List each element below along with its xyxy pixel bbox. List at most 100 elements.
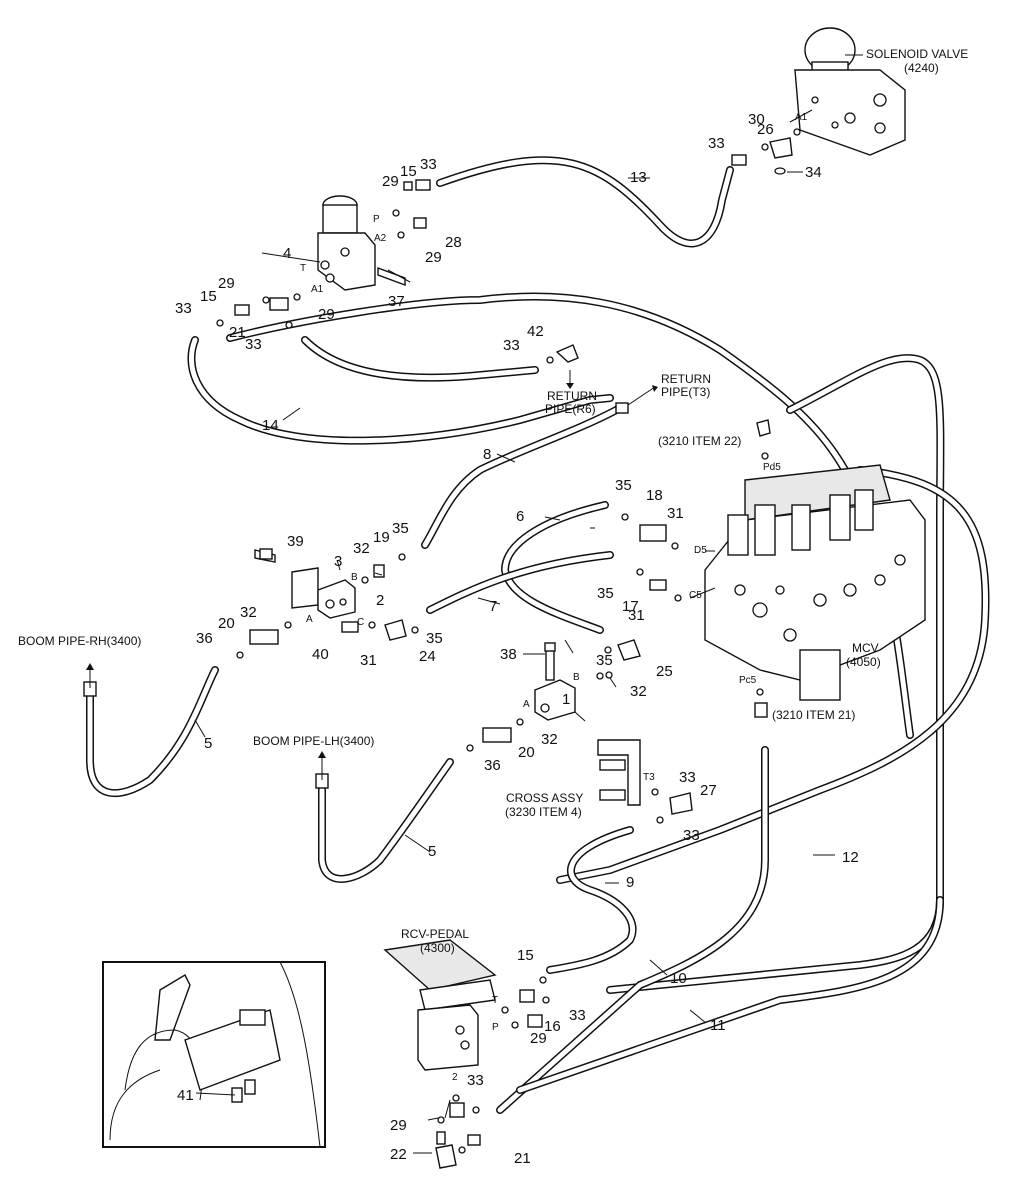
part-number: 37 [388,293,405,310]
block-2 [254,549,356,619]
part-number: 21 [514,1150,531,1167]
boom-pipe-rh-label: BOOM PIPE-RH(3400) [18,634,141,648]
part-number: 10 [670,970,687,987]
port-label: Pd5 [763,462,781,473]
part-number: 39 [287,533,304,550]
part-number: 7 [489,598,497,615]
part-number: 29 [390,1117,407,1134]
part-number: 22 [390,1146,407,1163]
rcv-pedal-4300 [383,939,497,1071]
part-number: 31 [628,607,645,624]
part-number: 18 [646,487,663,504]
part-number: 33 [569,1007,586,1024]
part-number: 3 [334,553,342,570]
part-number: 14 [262,417,279,434]
part-number: 35 [392,520,409,537]
part-number: 38 [500,646,517,663]
cross-assy-code: (3230 ITEM 4) [505,805,582,819]
port-label: A1 [311,284,324,295]
part-numbers: 1 2 3 4 5 5 6 7 8 9 10 11 12 13 14 15 15… [175,111,859,1167]
cross-assy [597,739,641,806]
pilot-valve-4 [317,195,406,291]
part-number: 5 [428,843,436,860]
part-number: 20 [518,744,535,761]
part-number: 30 [748,111,765,128]
part-number: 33 [245,336,262,353]
port-label: P [492,1022,499,1033]
leader-lines [86,54,863,1154]
part-number: 41 [177,1087,194,1104]
item21-label: (3210 ITEM 21) [772,708,855,722]
block-1 [534,649,576,721]
part-number: 40 [312,646,329,663]
cross-assy-label: CROSS ASSY [506,791,583,805]
part-number: 31 [360,652,377,669]
port-label: A [306,614,313,625]
mcv-4050 [704,464,926,701]
part-number: 28 [445,234,462,251]
part-number: 32 [630,683,647,700]
part-number: 33 [175,300,192,317]
return-pipe-r6-label: RETURN [547,389,597,403]
part-number: 31 [667,505,684,522]
part-number: 20 [218,615,235,632]
component-labels: SOLENOID VALVE (4240) RETURN PIPE(R6) RE… [18,47,968,955]
part-number: 34 [805,164,822,181]
return-pipe-t3-label: RETURN [661,372,711,386]
part-number: 12 [842,849,859,866]
part-number: 16 [544,1018,561,1035]
port-label: D5 [694,545,707,556]
part-number: 35 [615,477,632,494]
part-number: 35 [596,652,613,669]
port-label: B [573,672,580,683]
port-label: B [351,572,358,583]
part-number: 15 [400,163,417,180]
port-label: T3 [643,772,655,783]
rcv-pedal-label: RCV-PEDAL [401,927,469,941]
part-number: 33 [708,135,725,152]
part-number: 4 [283,245,291,262]
part-number: 33 [420,156,437,173]
port-label: P [373,214,380,225]
port-label: T [300,263,306,274]
return-pipe-t3-label: PIPE(T3) [661,385,710,399]
part-number: 35 [426,630,443,647]
part-number: 6 [516,508,524,525]
part-number: 15 [517,947,534,964]
part-number: 11 [710,1017,726,1034]
fittings [83,128,801,1169]
part-number: 33 [467,1072,484,1089]
return-pipe-r6-label: PIPE(R6) [545,402,596,416]
port-label: C [357,617,364,628]
solenoid-valve-code: (4240) [904,61,939,75]
port-labels: A1 P A2 T A1 Pd5 D5 C5 Pc5 A B C A B T3 … [300,112,808,1083]
part-number: 9 [626,874,634,891]
part-number: 36 [196,630,213,647]
part-number: 33 [683,827,700,844]
part-number: 29 [318,306,335,323]
part-number: 2 [376,592,384,609]
cab-inset [102,961,326,1148]
item22-label: (3210 ITEM 22) [658,434,741,448]
hoses [86,156,990,1114]
part-number: 32 [240,604,257,621]
port-label: A [523,699,530,710]
port-label: T [492,995,498,1006]
part-number: 26 [757,121,774,138]
part-number: 35 [597,585,614,602]
part-number: 21 [229,324,246,341]
part-number: 33 [679,769,696,786]
part-number: 5 [204,735,212,752]
port-label: C5 [689,590,702,601]
part-number: 33 [503,337,520,354]
rcv-pedal-code: (4300) [420,941,455,955]
part-number: 19 [373,529,390,546]
mcv-label: MCV [852,641,879,655]
part-number: 32 [353,540,370,557]
port-label: A1 [795,112,808,123]
part-number: 8 [483,446,491,463]
part-number: 15 [200,288,217,305]
port-label: Pc5 [739,675,757,686]
part-number: 25 [656,663,673,680]
